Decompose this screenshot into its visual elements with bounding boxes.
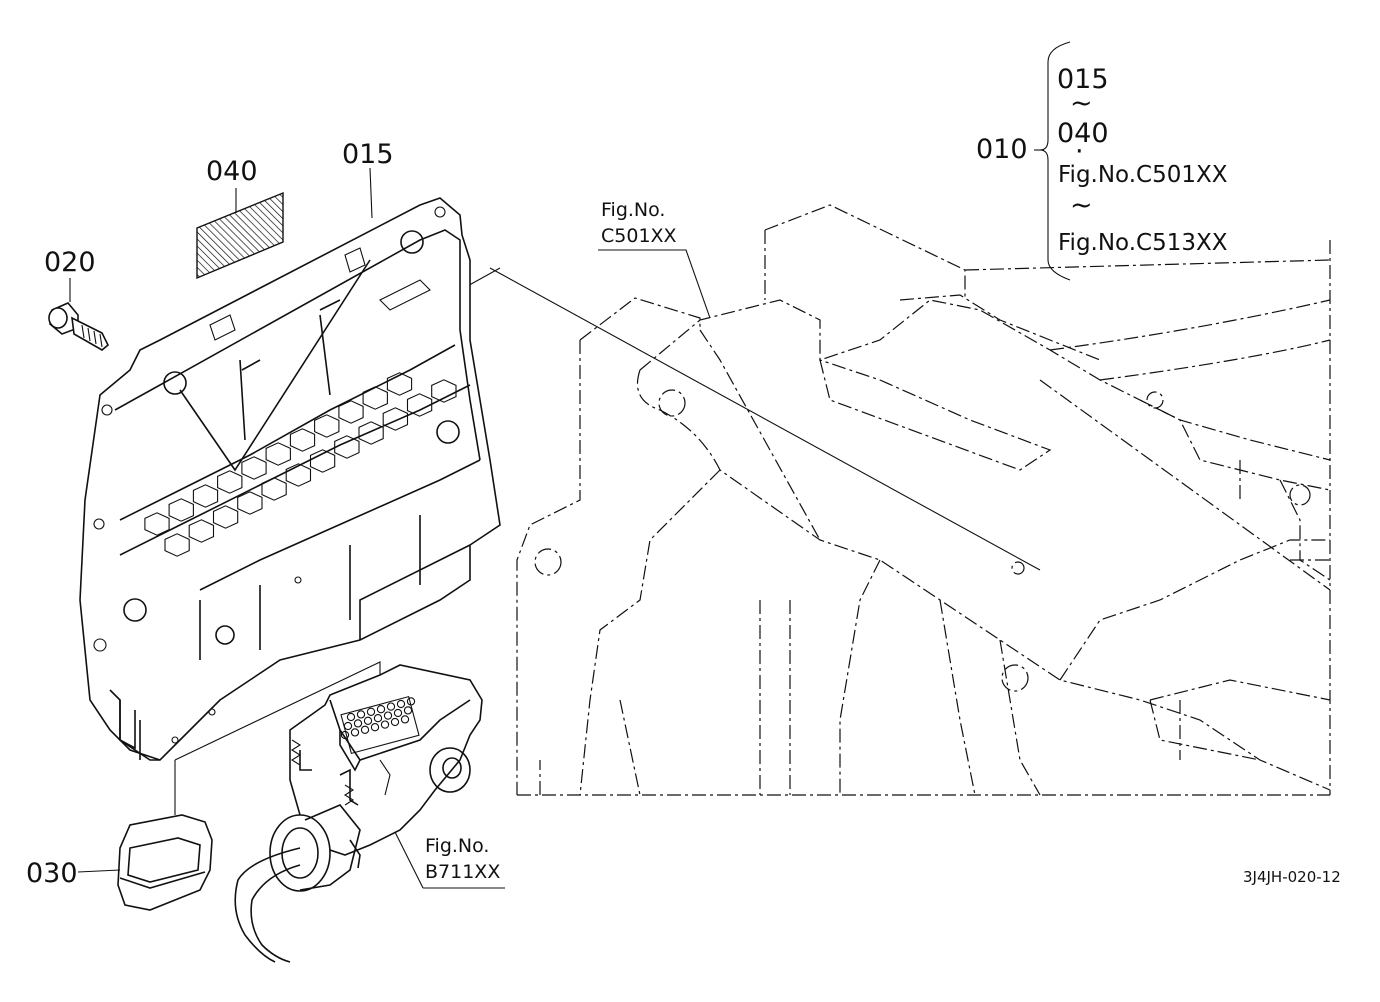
legend-line-015: 015	[1057, 64, 1109, 95]
fig-ref-c501-title: Fig.No.	[601, 199, 665, 221]
honeycomb-cell	[212, 505, 239, 529]
drawing-code: 3J4JH-020-12	[1243, 868, 1341, 886]
legend-tilde-2: ~	[1070, 190, 1093, 221]
honeycomb-cell	[382, 407, 409, 431]
fig-ref-c501-number: C501XX	[601, 225, 677, 247]
honeycomb-cell	[309, 449, 336, 473]
connector-pin	[346, 712, 356, 722]
part-label-040: 040	[206, 156, 258, 187]
honeycomb-cell	[265, 442, 291, 466]
part-label-015: 015	[342, 139, 394, 170]
legend-line-c501: Fig.No.C501XX	[1058, 162, 1228, 188]
honeycomb-cell	[188, 519, 215, 543]
connector-pin	[406, 697, 416, 706]
honeycomb-cell	[217, 470, 243, 494]
part-label-020: 020	[44, 247, 96, 278]
honeycomb-cell	[192, 484, 219, 508]
connector-pin	[350, 728, 360, 737]
honeycomb-cell	[386, 372, 413, 396]
assembly-legend: 015 ~ 040 · Fig.No.C501XX ~ Fig.No.C513X…	[1057, 64, 1228, 256]
connector-harness	[234, 664, 483, 963]
connector-pin	[383, 711, 393, 720]
connector-pin	[386, 702, 396, 711]
connector-pin	[340, 730, 350, 740]
connector-pin	[393, 708, 403, 718]
legend-line-040: 040	[1057, 118, 1109, 149]
part-label-010: 010	[976, 134, 1028, 165]
part-label-030: 030	[26, 858, 78, 889]
legend-dot: ·	[1075, 136, 1084, 167]
honeycomb-cell	[338, 400, 364, 424]
honeycomb-cell	[334, 435, 360, 459]
label-sheet	[196, 191, 284, 280]
connector-pin	[370, 723, 380, 732]
bolt	[48, 302, 109, 351]
honeycomb-grille	[144, 372, 457, 557]
honeycomb-cell	[406, 393, 433, 417]
connector-pin	[403, 706, 413, 715]
connector-pins	[340, 697, 416, 740]
legend-line-c513: Fig.No.C513XX	[1058, 230, 1228, 256]
connector-pin	[373, 714, 383, 723]
connector-pin	[356, 710, 366, 719]
honeycomb-cell	[431, 379, 457, 403]
fig-ref-b711-number: B711XX	[425, 861, 500, 883]
connector-pin	[343, 721, 353, 731]
connector-pin	[363, 716, 373, 725]
connector-pin	[353, 719, 363, 728]
connector-pin	[360, 725, 370, 734]
honeycomb-cell	[285, 463, 312, 487]
controller-unit	[79, 197, 501, 761]
connector-pin	[376, 705, 386, 714]
leader-lines	[69, 41, 1071, 889]
honeycomb-cell	[237, 491, 263, 515]
honeycomb-cell	[261, 477, 287, 501]
honeycomb-cell	[362, 386, 388, 410]
connector-pin	[366, 707, 376, 716]
honeycomb-cell	[164, 533, 190, 557]
connector-pin	[380, 720, 390, 729]
honeycomb-cell	[289, 428, 316, 452]
transmission-housing	[516, 204, 1331, 796]
honeycomb-cell	[358, 421, 384, 445]
protective-cap	[117, 814, 213, 911]
honeycomb-cell	[168, 498, 194, 522]
connector-pin	[396, 699, 406, 709]
fig-ref-b711-title: Fig.No.	[425, 835, 489, 857]
honeycomb-cell	[241, 456, 267, 480]
honeycomb-cell	[144, 512, 170, 536]
connector-pin	[400, 715, 410, 724]
legend-tilde-1: ~	[1070, 88, 1093, 119]
connector-pin	[390, 717, 400, 727]
honeycomb-cell	[314, 414, 340, 438]
